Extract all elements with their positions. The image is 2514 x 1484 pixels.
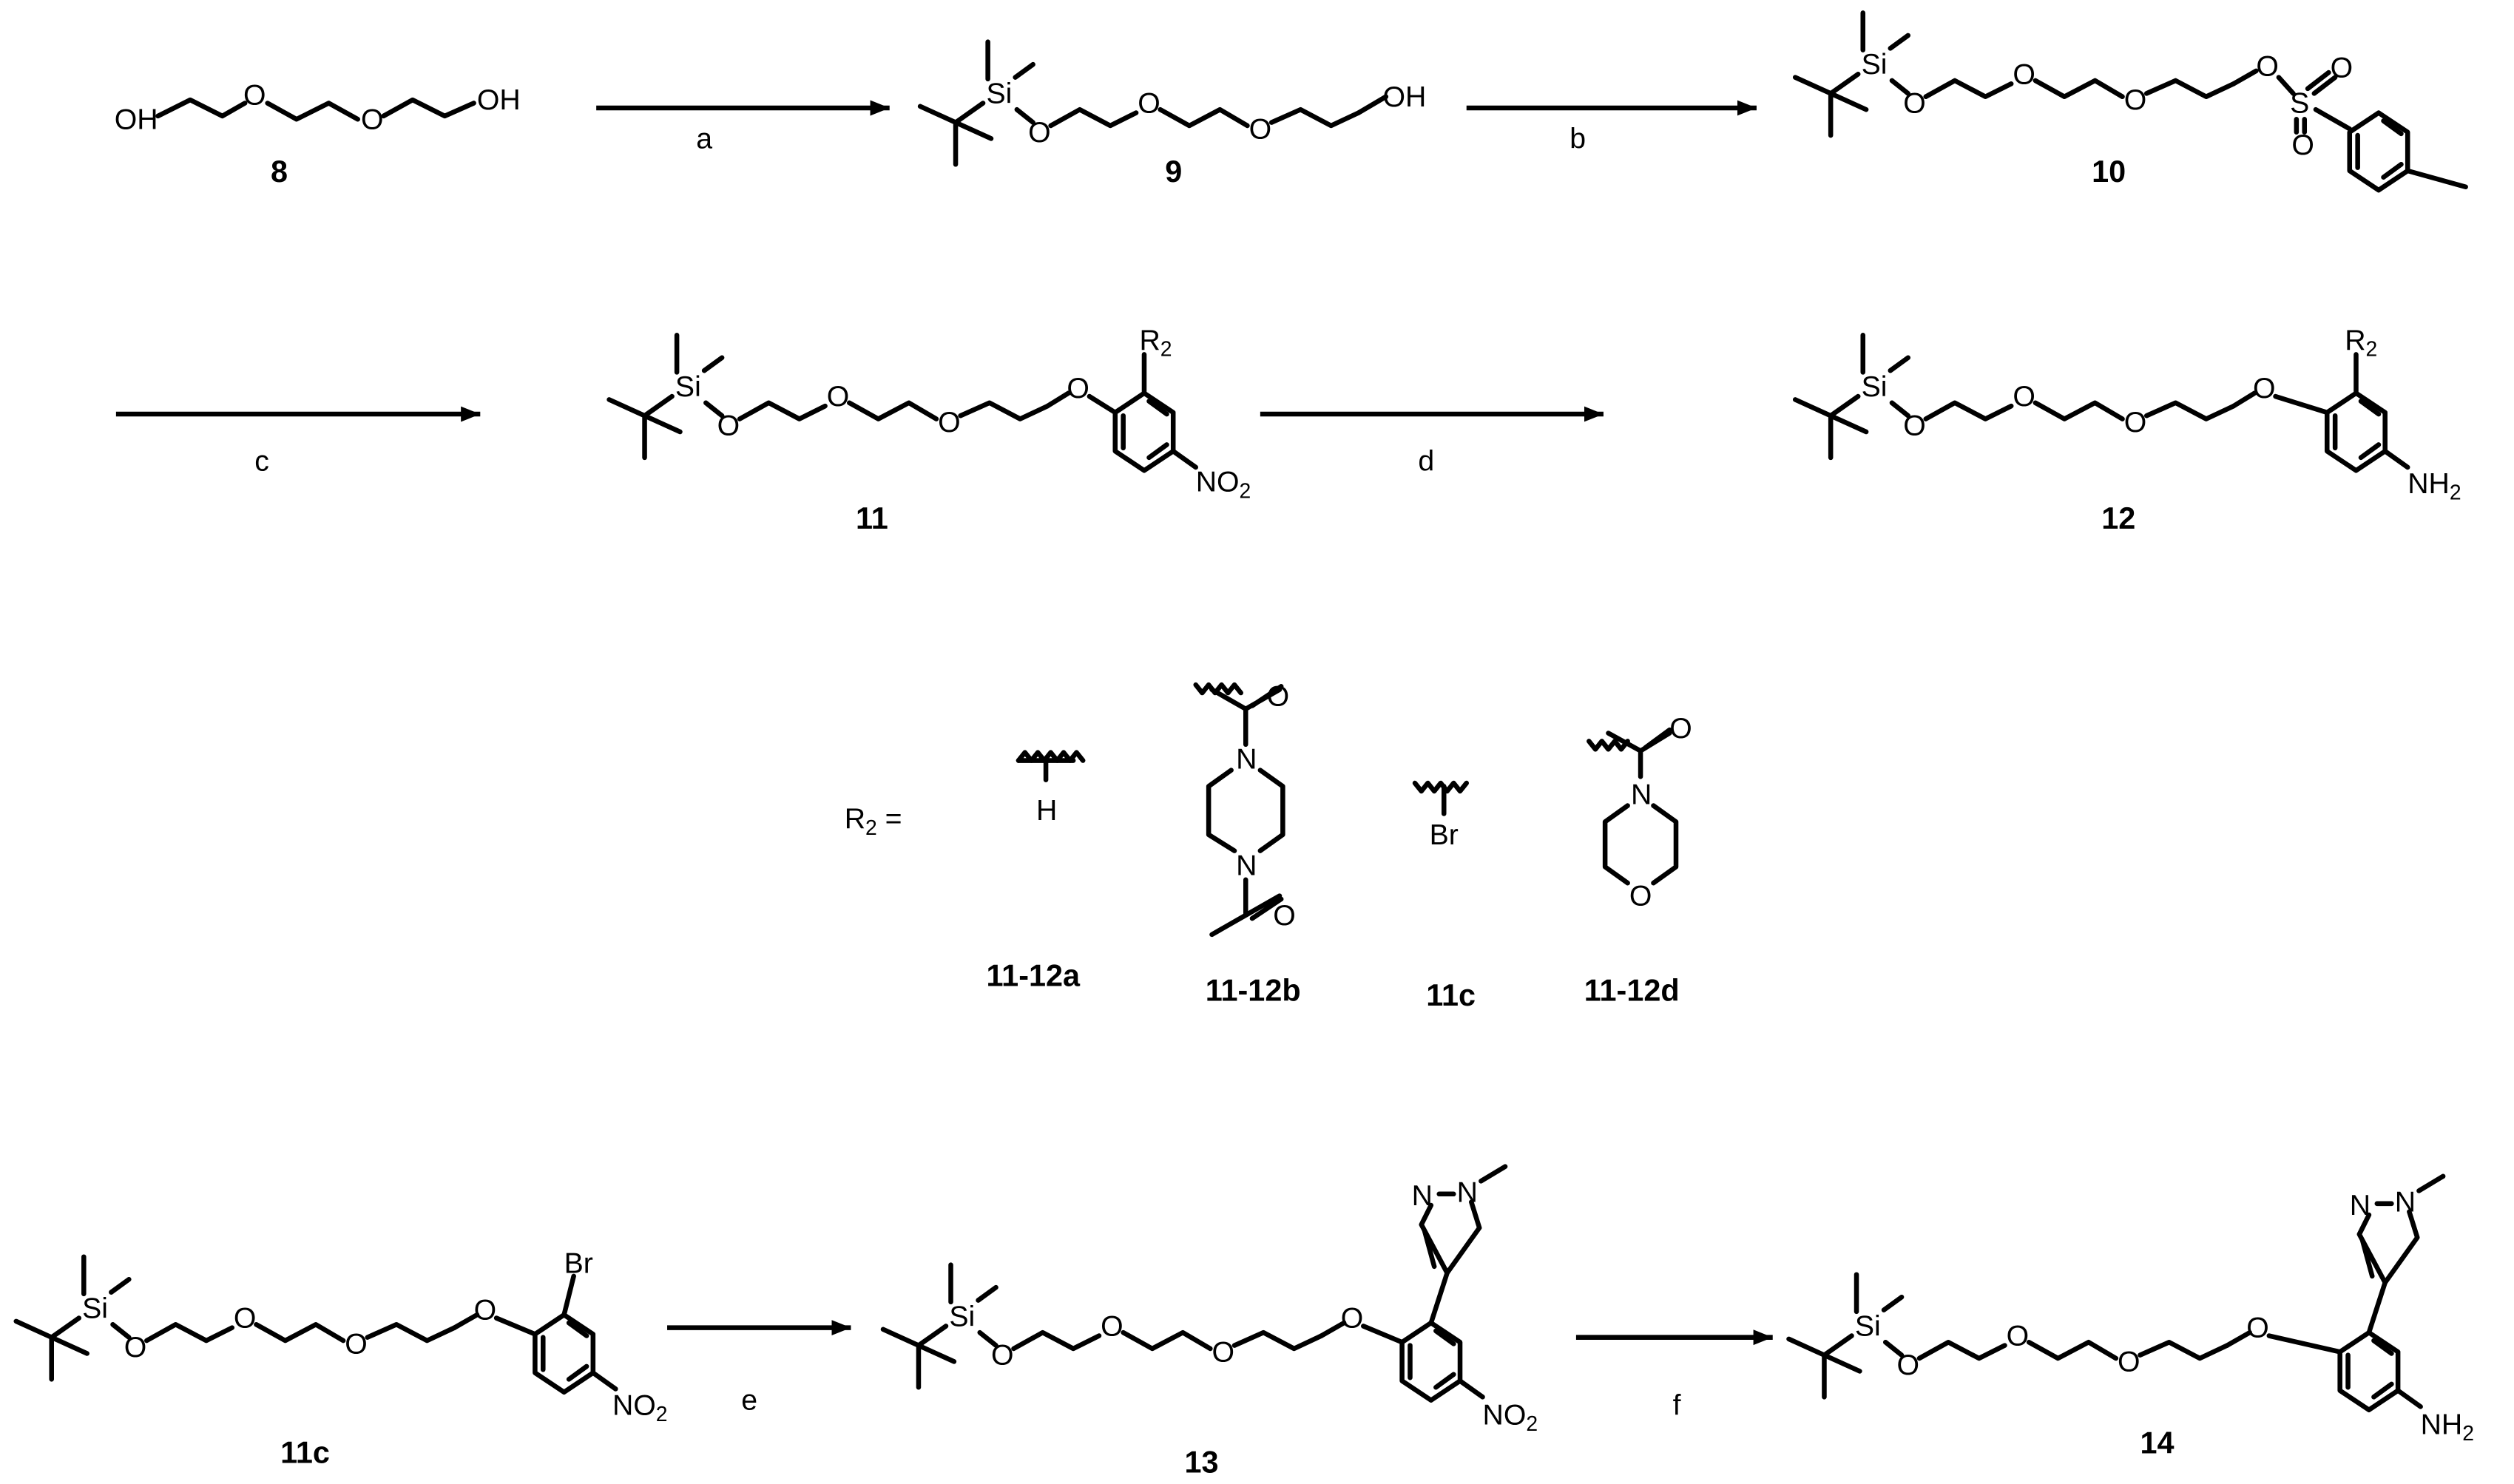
r2-option-a: H (1016, 750, 1086, 827)
compound-8-structure: OH O O OH (115, 79, 521, 136)
svg-text:OH: OH (477, 84, 521, 116)
svg-text:O: O (2256, 50, 2279, 82)
svg-text:Br: Br (564, 1247, 593, 1280)
svg-text:NO2: NO2 (1483, 1398, 1538, 1436)
svg-text:NO2: NO2 (612, 1389, 668, 1426)
compound-11c-structure: O Br NO2 (16, 1247, 668, 1426)
compound-9-label: 9 (1165, 155, 1182, 189)
compound-14-label: 14 (2140, 1426, 2175, 1460)
svg-text:NO2: NO2 (1196, 466, 1251, 504)
compound-11-structure: O R2 NO2 (609, 324, 1251, 503)
condition-e-label: e (741, 1384, 757, 1417)
r2-option-d-label: 11-12d (1584, 973, 1680, 1007)
svg-text:O: O (2246, 1312, 2269, 1344)
compound-12-label: 12 (2101, 501, 2135, 535)
svg-text:Br: Br (1430, 819, 1459, 851)
svg-text:R2: R2 (1139, 324, 1172, 362)
compound-11-label: 11 (856, 501, 888, 535)
svg-text:NH2: NH2 (2421, 1408, 2474, 1446)
compound-14-structure: O N N NH2 (1789, 1173, 2474, 1446)
condition-c-label: c (254, 444, 269, 477)
compound-9-structure: OH (920, 42, 1426, 165)
svg-text:N: N (2350, 1189, 2371, 1222)
r2-option-a-label: 11-12a (986, 959, 1081, 993)
r2-option-b-label: 11-12b (1206, 973, 1301, 1007)
condition-f-label: f (1673, 1389, 1681, 1421)
condition-b-label: b (1569, 122, 1586, 155)
svg-text:O: O (243, 79, 266, 112)
svg-text:S: S (2290, 87, 2309, 120)
r2-option-c: Br (1412, 780, 1470, 851)
compound-10-label: 10 (2092, 155, 2126, 189)
svg-text:O: O (1067, 372, 1089, 404)
svg-text:N: N (1631, 778, 1652, 810)
svg-text:NH2: NH2 (2407, 467, 2461, 505)
svg-text:O: O (1341, 1302, 1364, 1335)
svg-text:O: O (361, 103, 384, 135)
svg-text:O: O (2253, 372, 2276, 404)
svg-text:OH: OH (115, 103, 158, 135)
svg-text:N: N (1236, 742, 1257, 775)
svg-text:N: N (2395, 1186, 2416, 1219)
svg-text:O: O (1629, 880, 1652, 912)
svg-text:O: O (1669, 712, 1692, 745)
condition-d-label: d (1418, 444, 1434, 477)
compound-12-structure: O R2 NH2 (1795, 324, 2461, 505)
r2-option-b: O N N O (1193, 680, 1296, 938)
r2-option-d: O N O (1587, 712, 1692, 912)
svg-text:N: N (1457, 1176, 1478, 1209)
svg-text:N: N (1412, 1179, 1433, 1212)
r2-definition-label: R2 = (845, 802, 902, 840)
compound-13-label: 13 (1184, 1446, 1218, 1480)
compound-10-structure: O S O O (1795, 13, 2468, 190)
compound-8-label: 8 (271, 155, 288, 189)
svg-text:R2: R2 (2345, 324, 2377, 362)
svg-text:N: N (1236, 849, 1257, 881)
svg-text:O: O (474, 1294, 497, 1327)
r2-option-c-label: 11c (1426, 978, 1476, 1012)
svg-text:OH: OH (1382, 81, 1426, 113)
svg-text:O: O (1267, 680, 1290, 712)
compound-11c-label: 11c (280, 1436, 330, 1470)
condition-a-label: a (696, 122, 712, 155)
svg-text:O: O (1273, 899, 1296, 932)
svg-text:H: H (1036, 794, 1057, 827)
compound-13-structure: O N N NO2 (883, 1164, 1538, 1436)
